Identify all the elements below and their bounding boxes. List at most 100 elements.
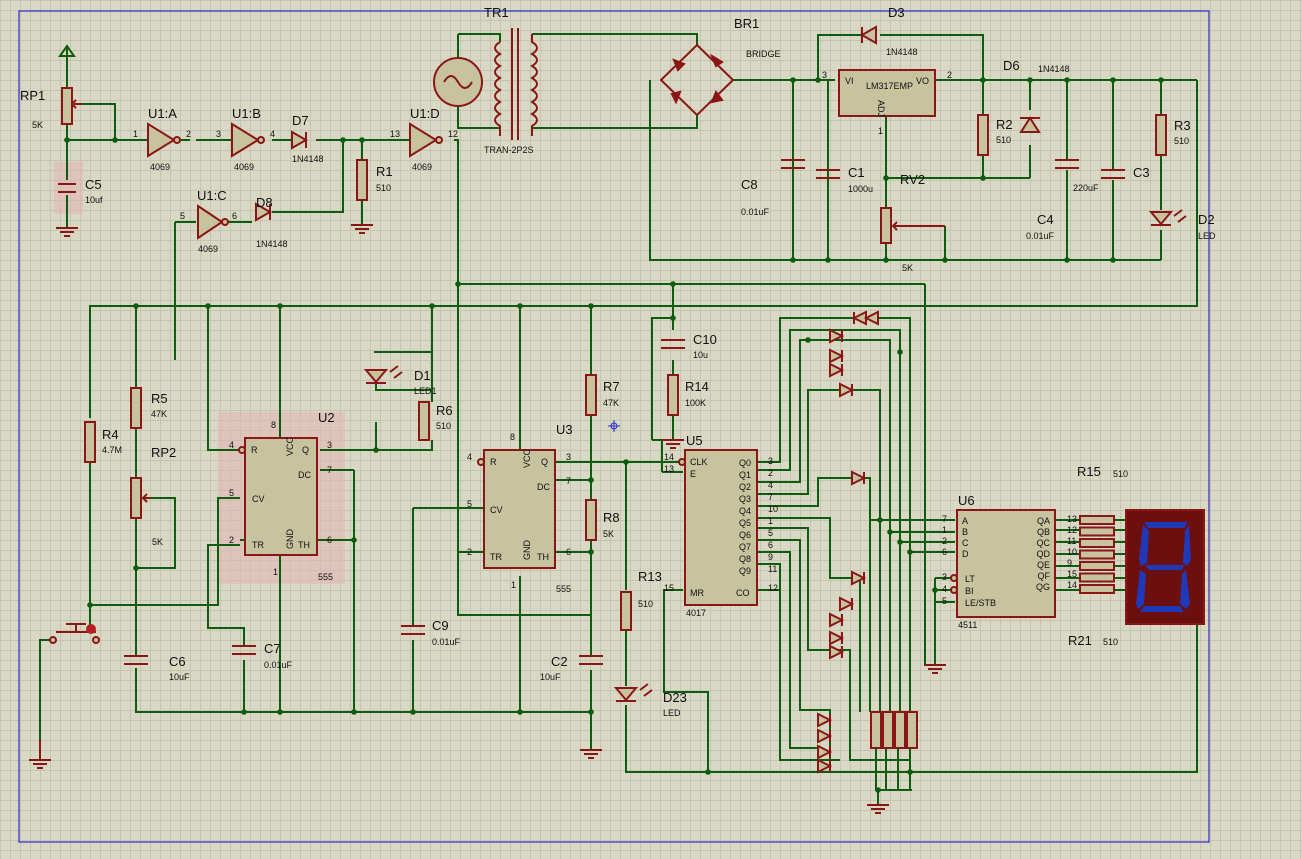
r13-ref: R13 bbox=[638, 569, 662, 584]
c7-value: 0.01uF bbox=[264, 660, 293, 670]
d3-diode[interactable]: D3 1N4148 bbox=[859, 5, 918, 57]
br1-bridge-rectifier[interactable]: BR1 BRIDGE bbox=[659, 16, 781, 117]
u2-555-timer[interactable]: R VCC Q DC CV TR GND TH 4 8 3 7 5 2 1 6 … bbox=[229, 410, 335, 582]
u5-pin-num-q7: 6 bbox=[768, 540, 773, 550]
d1-led[interactable]: D1 LED1 bbox=[363, 365, 437, 396]
u2-pin-tr: TR bbox=[252, 540, 264, 550]
u6-pin-label-d: D bbox=[962, 549, 969, 559]
svg-text:R: R bbox=[490, 457, 497, 467]
c3-ref: C3 bbox=[1133, 165, 1150, 180]
c10-capacitor[interactable]: C10 10u bbox=[661, 332, 717, 360]
u6-pin-num-d: 6 bbox=[942, 547, 947, 557]
r14-resistor[interactable]: R14 100K bbox=[667, 374, 709, 416]
segment-resistor[interactable] bbox=[1079, 572, 1115, 583]
r13-resistor[interactable]: R13 510 bbox=[620, 569, 662, 631]
d8-diode[interactable]: D8 1N4148 bbox=[255, 195, 288, 249]
d6-diode[interactable] bbox=[1019, 116, 1041, 133]
u3-555-timer[interactable]: R VCC Q DC CV TR GND TH 4 8 3 7 5 2 1 6 … bbox=[467, 422, 573, 594]
r13-value: 510 bbox=[638, 599, 653, 609]
svg-text:TH: TH bbox=[537, 552, 549, 562]
svg-text:14: 14 bbox=[664, 452, 674, 462]
r4-resistor[interactable]: R4 4.7M bbox=[84, 421, 122, 463]
r6-resistor[interactable]: R6 510 bbox=[418, 401, 453, 441]
u2-pin-r: R bbox=[251, 445, 258, 455]
c9-capacitor[interactable]: C9 0.01uF bbox=[401, 618, 461, 647]
steering-diodes[interactable] bbox=[817, 310, 879, 774]
c2-capacitor[interactable]: C2 10uF bbox=[540, 654, 603, 682]
push-button[interactable] bbox=[49, 623, 100, 644]
c8-value: 0.01uF bbox=[741, 207, 770, 217]
d2-ref: D2 bbox=[1198, 212, 1215, 227]
c1-capacitor[interactable]: C1 1000u bbox=[816, 165, 873, 194]
u5-pin-label-q4: Q4 bbox=[739, 506, 751, 516]
segment-resistor[interactable] bbox=[1079, 515, 1115, 525]
u1c-inverter[interactable]: U1:C 4069 5 6 bbox=[180, 188, 237, 254]
svg-text:8: 8 bbox=[510, 432, 515, 442]
pulldown-resistors[interactable] bbox=[870, 711, 918, 749]
u2-value: 555 bbox=[318, 572, 333, 582]
segment-resistor-array[interactable] bbox=[1079, 515, 1115, 594]
c3-capacitor[interactable]: C3 220uF bbox=[1055, 159, 1150, 193]
segment-resistor[interactable] bbox=[1079, 584, 1115, 594]
r2-resistor[interactable]: R2 510 bbox=[977, 114, 1013, 156]
c10-ref: C10 bbox=[693, 332, 717, 347]
c8-capacitor[interactable]: C8 0.01uF bbox=[741, 159, 805, 217]
d2-led[interactable]: D2 LED bbox=[1148, 209, 1216, 241]
u1b-inverter[interactable]: U1:B 4069 3 4 bbox=[216, 106, 275, 172]
u5-pin-num-q5: 1 bbox=[768, 516, 773, 526]
tr1-ref: TR1 bbox=[484, 5, 509, 20]
u6-pin-label-ctl-2: LE/STB bbox=[965, 598, 996, 608]
svg-text:4: 4 bbox=[229, 440, 234, 450]
u5-pin-label-q1: Q1 bbox=[739, 470, 751, 480]
segment-resistor[interactable] bbox=[1079, 549, 1115, 560]
r8-resistor[interactable]: R8 5K bbox=[585, 499, 620, 541]
rp1-potentiometer[interactable]: RP1 5K bbox=[20, 87, 82, 130]
segment-resistor[interactable] bbox=[1079, 538, 1115, 548]
rp2-potentiometer[interactable]: RP2 5K bbox=[130, 445, 176, 547]
c5-capacitor[interactable]: C5 10uf bbox=[58, 177, 103, 205]
u5-pin-num-q3: 7 bbox=[768, 492, 773, 502]
c7-capacitor[interactable]: C7 0.01uF bbox=[232, 641, 293, 670]
svg-text:15: 15 bbox=[664, 583, 674, 593]
svg-text:CLK: CLK bbox=[690, 457, 708, 467]
u5-pin-label-q6: Q6 bbox=[739, 530, 751, 540]
r1-resistor[interactable]: R1 510 bbox=[356, 159, 393, 201]
svg-text:DC: DC bbox=[537, 482, 550, 492]
c2-ref: C2 bbox=[551, 654, 568, 669]
d7-diode[interactable]: D7 1N4148 bbox=[291, 113, 324, 164]
r7-resistor[interactable]: R7 47K bbox=[585, 374, 620, 416]
ac-source[interactable] bbox=[433, 57, 483, 107]
rv2-potentiometer[interactable]: RV2 5K bbox=[880, 172, 945, 273]
svg-text:2: 2 bbox=[229, 535, 234, 545]
svg-text:TR: TR bbox=[490, 552, 502, 562]
u1b-pin-in: 3 bbox=[216, 129, 221, 139]
c5-value: 10uf bbox=[85, 195, 103, 205]
reg-pin-3: 3 bbox=[822, 70, 827, 80]
u6-pin-num-qg: 14 bbox=[1067, 580, 1077, 590]
u1d-inverter[interactable]: U1:D 4069 13 12 bbox=[390, 106, 458, 172]
svg-text:6: 6 bbox=[327, 535, 332, 545]
u6-pin-num-qd: 10 bbox=[1067, 547, 1077, 557]
svg-text:GND: GND bbox=[522, 540, 532, 561]
br1-ref: BR1 bbox=[734, 16, 759, 31]
u6-pin-num-qf: 15 bbox=[1067, 569, 1077, 579]
u1a-inverter[interactable]: U1:A 4069 1 2 bbox=[133, 106, 191, 172]
c6-capacitor[interactable]: C6 10uF bbox=[124, 654, 190, 682]
r1-value: 510 bbox=[376, 183, 391, 193]
u5-pin-num-q0: 3 bbox=[768, 456, 773, 466]
d23-led[interactable]: D23 LED bbox=[613, 683, 687, 718]
u5-pin-label-q9: Q9 bbox=[739, 566, 751, 576]
r5-resistor[interactable]: R5 47K bbox=[130, 387, 168, 429]
r15-value: 510 bbox=[1113, 469, 1128, 479]
segment-resistor[interactable] bbox=[1079, 561, 1115, 571]
u5-pin-num-q6: 5 bbox=[768, 528, 773, 538]
c4-ref: C4 bbox=[1037, 212, 1054, 227]
lm317-regulator[interactable]: VI VO LM317EMP ADJ 3 2 1 bbox=[822, 69, 952, 136]
r3-resistor[interactable]: R3 510 bbox=[1155, 114, 1191, 156]
segment-resistor[interactable] bbox=[1079, 526, 1115, 537]
reg-adj-label: ADJ bbox=[876, 100, 886, 117]
tr1-transformer[interactable]: TR1 TRAN-2P2S bbox=[484, 5, 538, 155]
